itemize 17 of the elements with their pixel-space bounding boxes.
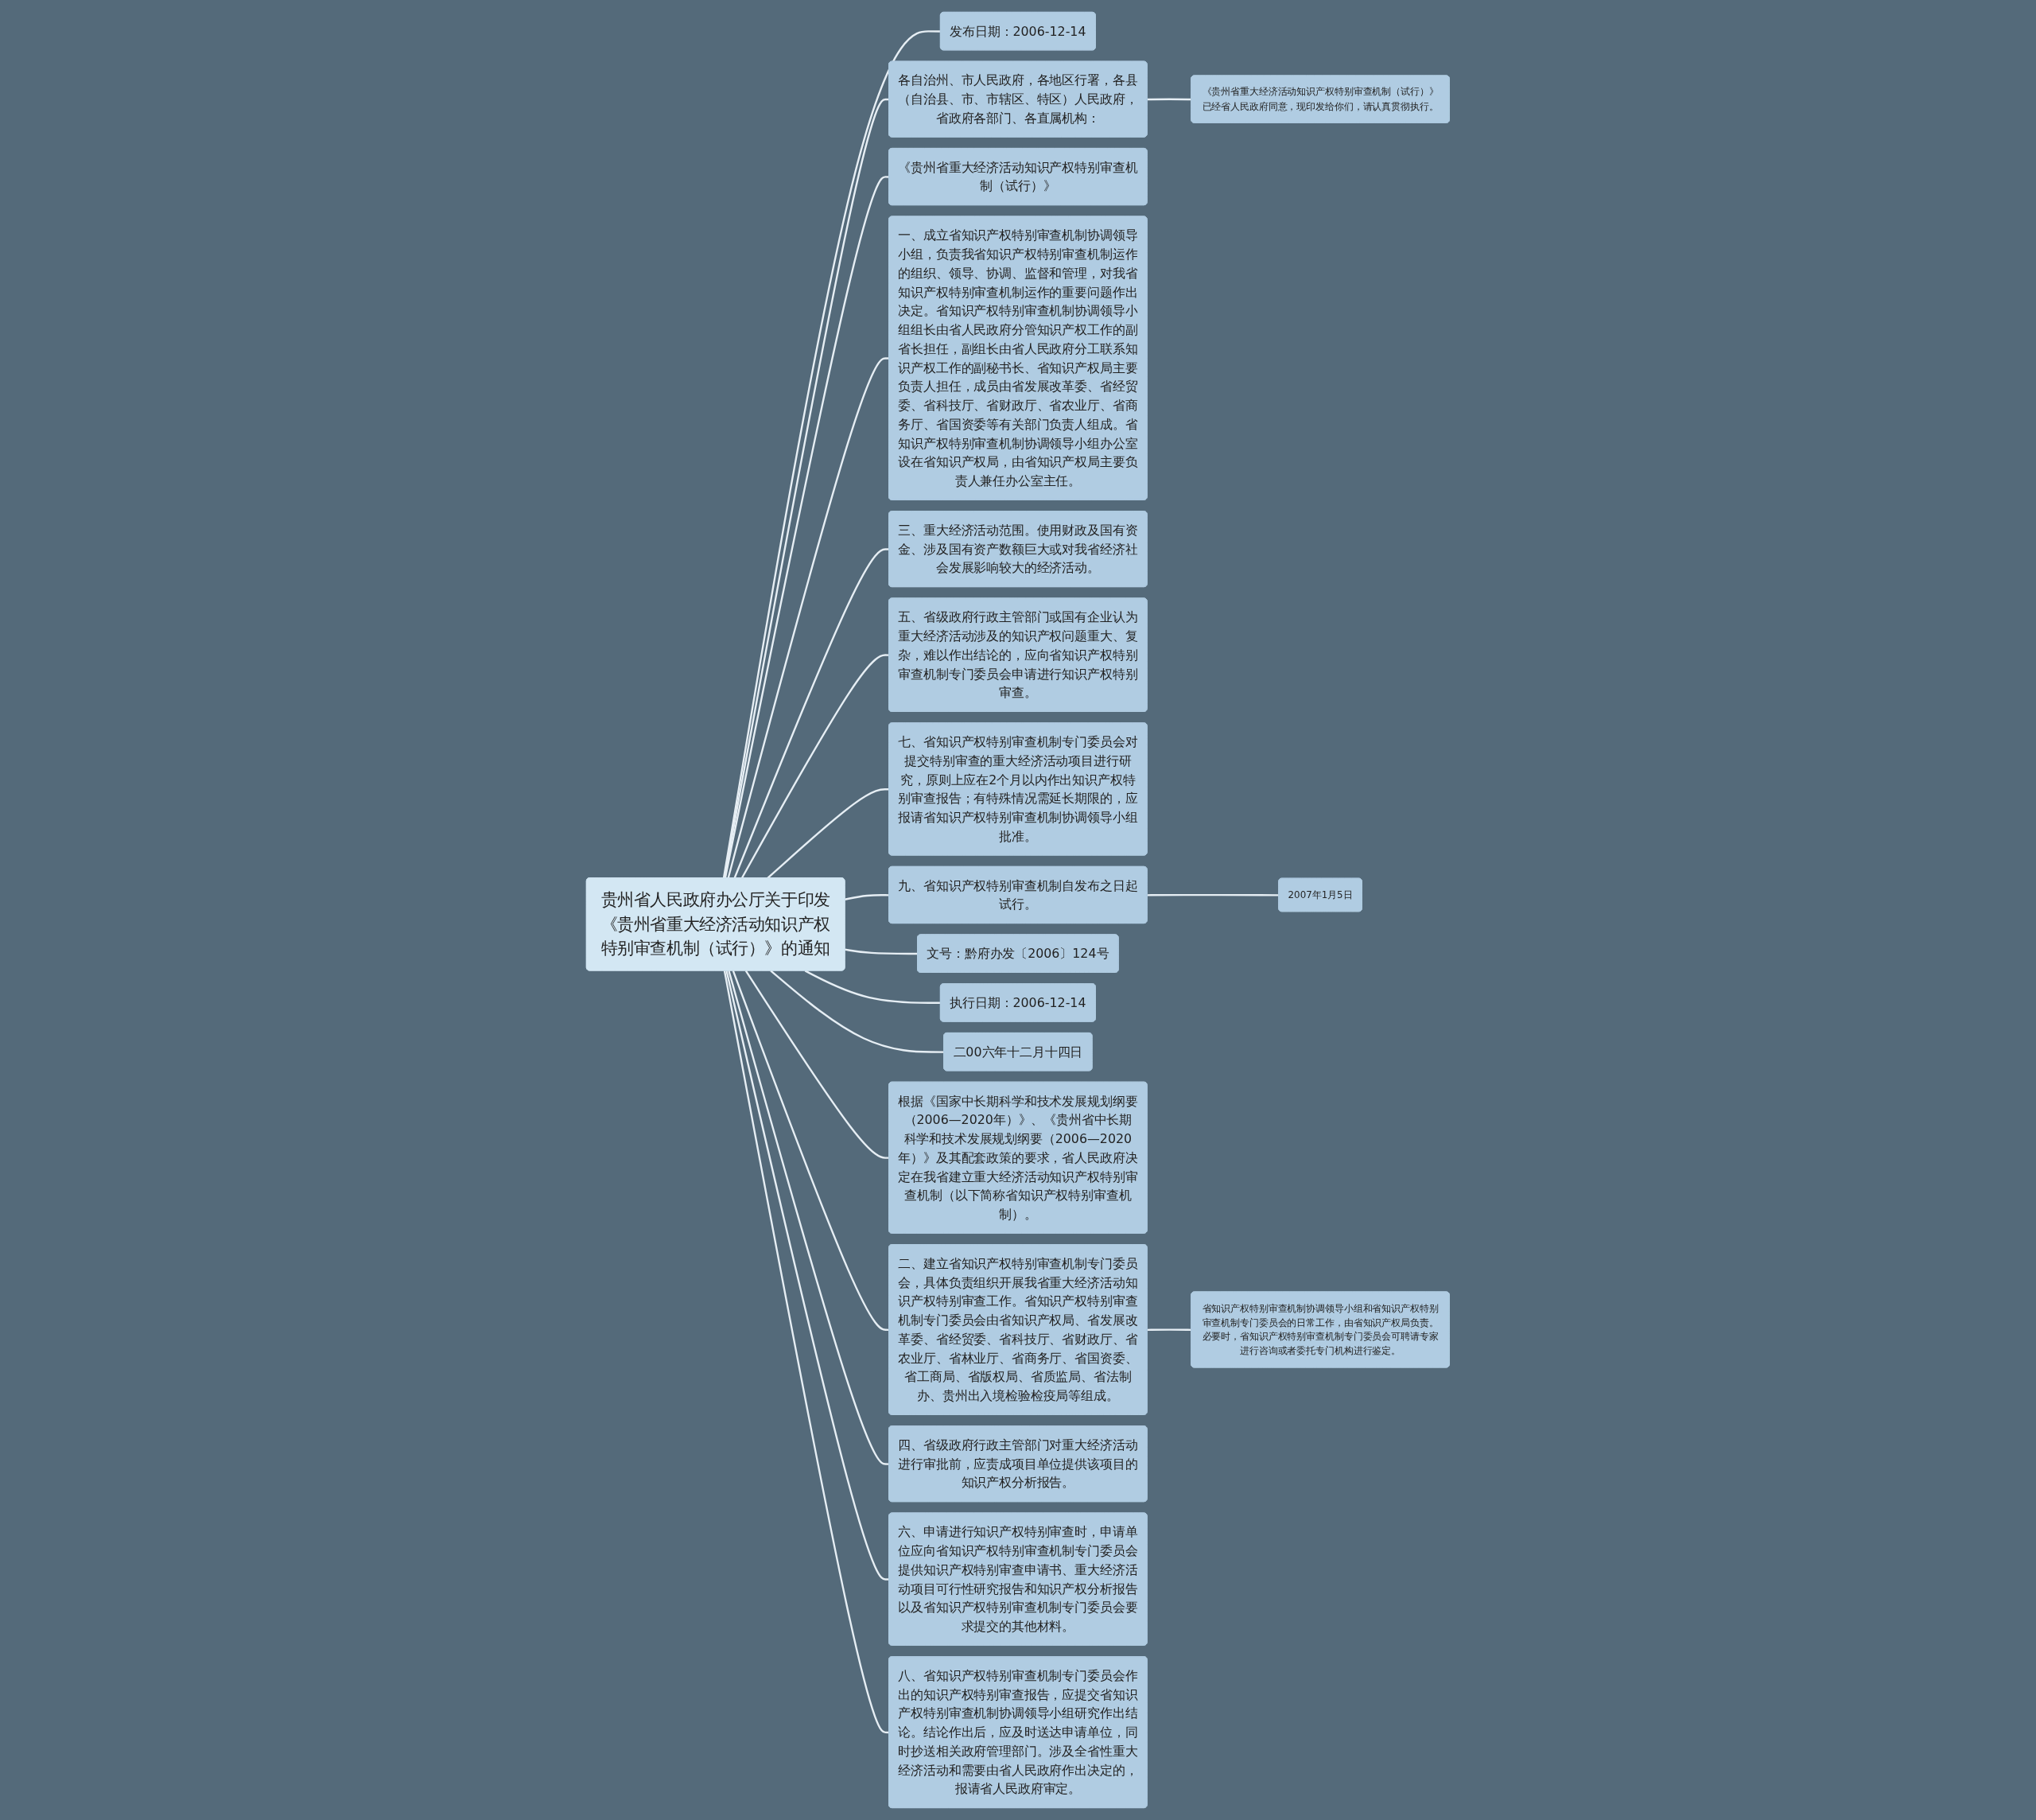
connector	[1147, 98, 1192, 101]
connector	[727, 357, 890, 879]
connector	[845, 948, 919, 955]
connector	[732, 970, 890, 1332]
connector	[725, 970, 890, 1581]
connector	[733, 548, 890, 879]
connector	[728, 970, 890, 1465]
connector	[1147, 893, 1280, 896]
connector	[770, 970, 945, 1053]
connector	[740, 654, 890, 879]
connector	[722, 30, 941, 879]
connector	[767, 788, 890, 879]
connector	[744, 970, 890, 1159]
connector	[1147, 1328, 1192, 1332]
connector	[845, 894, 890, 900]
connector	[723, 970, 890, 1734]
connector	[804, 970, 941, 1004]
